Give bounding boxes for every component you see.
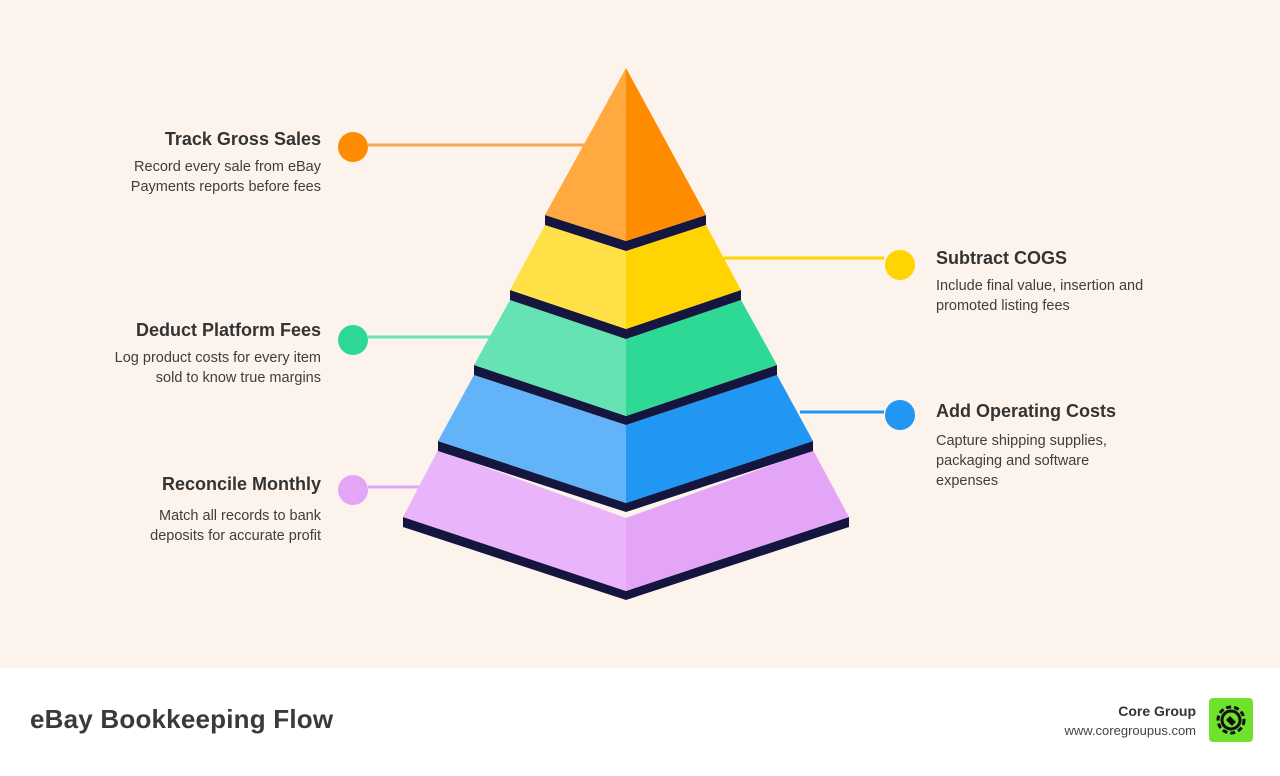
pyramid-level-cogs-right [626,225,741,329]
step-description: Capture shipping supplies, packaging and… [936,431,1236,491]
pyramid-level-cogs-left [510,225,626,329]
step-description-line: Match all records to bank [159,508,321,524]
step-description-line: Log product costs for every item [114,350,321,366]
step-description: Include final value, insertion and promo… [936,276,1236,316]
pyramid-level-reconcile-right [626,450,849,591]
marker-dot-gross-sales [338,132,368,162]
step-subtract-cogs: Subtract COGS Include final value, inser… [936,246,1236,316]
gear-icon [1216,705,1246,735]
pyramid-level-operating-right [626,375,813,503]
pyramid-level-platform-shadow [474,365,777,425]
step-reconcile-monthly: Reconcile Monthly Match all records to b… [21,472,321,546]
step-description-line: deposits for accurate profit [150,528,321,544]
pyramid-level-cogs-shadow [510,290,741,339]
pyramid-level-gross-left [545,68,626,241]
step-description-line: Payments reports before fees [130,179,321,195]
marker-dot-cogs [885,250,915,280]
step-title: Subtract COGS [936,248,1068,268]
step-gross-sales: Track Gross Sales Record every sale from… [21,127,321,197]
footer-bar: eBay Bookkeeping Flow Core Group www.cor… [0,668,1280,776]
marker-dot-platform-fees [338,325,368,355]
pyramid-level-platform-left [474,300,626,416]
brand-name: Core Group [1118,703,1196,719]
step-description: Match all records to bank deposits for a… [21,506,321,546]
pyramid-level-operating-left [438,375,626,503]
step-description-line: Record every sale from eBay [134,159,321,175]
step-description-line: packaging and software [936,453,1090,469]
pyramid-level-platform-right [626,300,777,416]
pyramid-level-gross-shadow [545,215,706,251]
pyramid-level-gross-right [626,68,706,241]
step-title: Add Operating Costs [936,401,1117,421]
brand-logo[interactable] [1209,698,1253,742]
step-operating-costs: Add Operating Costs Capture shipping sup… [936,399,1236,491]
step-description-line: expenses [936,473,999,489]
step-description-line: promoted listing fees [936,298,1070,314]
step-description-line: Capture shipping supplies, [936,433,1107,449]
step-description: Record every sale from eBay Payments rep… [21,157,321,197]
marker-dot-operating-costs [885,400,915,430]
diagram-canvas: Track Gross Sales Record every sale from… [0,0,1280,668]
marker-dot-reconcile [338,475,368,505]
step-title: Reconcile Monthly [161,474,321,494]
pyramid-level-reconcile-left [403,450,626,591]
step-platform-fees: Deduct Platform Fees Log product costs f… [21,318,321,388]
brand-url[interactable]: www.coregroupus.com [1064,723,1197,738]
step-description-line: Include final value, insertion and [936,278,1144,294]
page-title: eBay Bookkeeping Flow [30,704,334,734]
step-title: Track Gross Sales [164,129,321,149]
step-description: Log product costs for every item sold to… [21,348,321,388]
pyramid-diagram [338,68,915,600]
step-title: Deduct Platform Fees [135,320,321,340]
step-description-line: sold to know true margins [155,370,321,386]
